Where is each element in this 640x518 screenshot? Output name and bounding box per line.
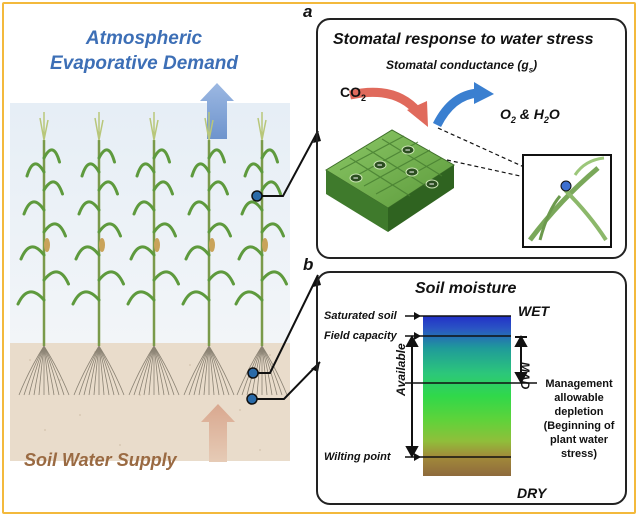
wet-label: WET bbox=[518, 303, 550, 319]
corn-plant bbox=[16, 112, 70, 396]
o2-h2o-label: O2 & H2O bbox=[500, 106, 560, 125]
co2-arrowhead bbox=[407, 101, 428, 127]
mad-label: MAD bbox=[518, 362, 532, 390]
panel-a-title: Stomatal response to water stress bbox=[333, 31, 594, 48]
available-range-arrow bbox=[405, 334, 419, 459]
mad-range-arrow bbox=[514, 334, 528, 385]
svg-text:−: − bbox=[409, 167, 414, 177]
label-pointer-arrows bbox=[414, 312, 421, 461]
conductance-prefix: Stomatal conductance ( bbox=[386, 58, 522, 72]
stomatal-conductance-label: Stomatal conductance (gs) bbox=[386, 58, 537, 74]
mad-line-1: Management bbox=[545, 378, 613, 390]
leaf-zoom-inset bbox=[437, 127, 612, 248]
h2o-sub: 2 bbox=[543, 114, 549, 125]
co2-text: CO bbox=[340, 84, 361, 100]
conductance-var: g bbox=[521, 58, 529, 72]
corn-plant bbox=[181, 112, 235, 396]
panel-a-letter: a bbox=[303, 2, 313, 21]
figure-border bbox=[2, 2, 636, 514]
mad-line-2: allowable bbox=[554, 392, 604, 404]
co2-sub: 2 bbox=[361, 92, 367, 103]
o2-arrowhead bbox=[474, 82, 494, 104]
soil-moisture-gradient-bar bbox=[423, 316, 511, 476]
conductance-suffix: ) bbox=[533, 58, 538, 72]
stomata-leaf-block: − − − − − bbox=[325, 129, 455, 232]
mad-line-4: (Beginning of bbox=[543, 420, 615, 432]
moisture-level-lines bbox=[405, 315, 537, 458]
panel-a bbox=[316, 18, 627, 259]
atmospheric-title-line2: Evaporative Demand bbox=[50, 53, 238, 74]
mad-line-6: stress) bbox=[560, 448, 598, 460]
atmospheric-demand-title: Atmospheric Evaporative Demand bbox=[34, 26, 254, 76]
panel-b-letter: b bbox=[303, 255, 314, 274]
o-suffix-text: O bbox=[548, 106, 560, 122]
saturated-soil-label: Saturated soil bbox=[324, 310, 397, 322]
atmospheric-title-line1: Atmospheric bbox=[85, 28, 203, 49]
wilting-point-label: Wilting point bbox=[324, 451, 391, 463]
o2-sub: 2 bbox=[510, 114, 516, 125]
o2-arrow bbox=[432, 88, 479, 128]
svg-text:−: − bbox=[353, 173, 358, 183]
management-allowable-depletion-label: Management allowable depletion (Beginnin… bbox=[538, 377, 620, 461]
o2-text: O bbox=[500, 106, 511, 122]
soil-supply-arrow bbox=[201, 404, 235, 462]
root-point-marker-upper bbox=[247, 367, 259, 379]
panel-b-title: Soil moisture bbox=[415, 280, 517, 297]
leaf-point-marker bbox=[251, 190, 263, 202]
mad-line-5: plant water bbox=[549, 434, 609, 446]
svg-text:−: − bbox=[405, 145, 410, 155]
corn-plant bbox=[126, 112, 180, 396]
conductance-sub: s bbox=[528, 65, 534, 75]
panel-b bbox=[316, 271, 627, 505]
field-capacity-label: Field capacity bbox=[324, 330, 397, 342]
connector-lines bbox=[254, 130, 321, 400]
svg-text:−: − bbox=[429, 179, 434, 189]
dry-label: DRY bbox=[517, 485, 547, 501]
available-label: Available bbox=[394, 343, 408, 396]
corn-plant bbox=[71, 112, 125, 396]
root-point-marker-lower bbox=[246, 393, 258, 405]
svg-text:−: − bbox=[377, 160, 382, 170]
and-h-text: & H bbox=[515, 106, 544, 122]
soil-water-supply-title: Soil Water Supply bbox=[24, 450, 177, 470]
mad-line-3: depletion bbox=[554, 406, 604, 418]
co2-label: CO2 bbox=[340, 84, 366, 103]
